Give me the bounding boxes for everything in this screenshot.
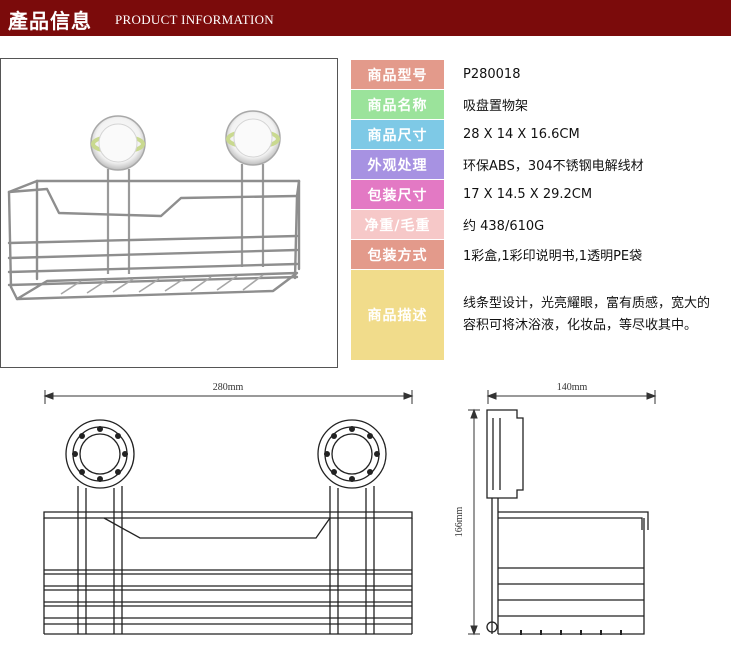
product-photo xyxy=(0,58,338,368)
spec-label: 包装尺寸 xyxy=(351,180,444,209)
spec-label: 包装方式 xyxy=(351,240,444,269)
spec-row-model: 商品型号 P280018 xyxy=(351,60,731,89)
spec-row-package-size: 包装尺寸 17 X 14.5 X 29.2CM xyxy=(351,180,731,209)
spec-row-packing: 包装方式 1彩盒,1彩印说明书,1透明PE袋 xyxy=(351,240,731,269)
side-height-label: 166mm xyxy=(454,507,465,538)
spec-value: 吸盘置物架 xyxy=(463,99,529,114)
section-title-cn: 產品信息 xyxy=(8,9,92,33)
front-width-label: 280mm xyxy=(213,382,244,393)
side-view xyxy=(486,409,649,635)
front-view xyxy=(43,419,413,635)
spec-label: 商品描述 xyxy=(351,270,444,360)
section-title-en: PRODUCT INFORMATION xyxy=(115,12,274,27)
spec-row-size: 商品尺寸 28 X 14 X 16.6CM xyxy=(351,120,731,149)
spec-value: 28 X 14 X 16.6CM xyxy=(463,127,580,142)
spec-label: 商品尺寸 xyxy=(351,120,444,149)
side-height-dimension xyxy=(468,408,480,636)
spec-value: 环保ABS，304不锈钢电解线材 xyxy=(463,159,644,174)
spec-row-name: 商品名称 吸盘置物架 xyxy=(351,90,731,119)
technical-drawings: 280mm xyxy=(43,382,657,636)
spec-label: 外观处理 xyxy=(351,150,444,179)
section-header: 產品信息 PRODUCT INFORMATION xyxy=(0,0,731,36)
spec-value: 线条型设计，光亮耀眼，富有质感，宽大的容积可将沐浴液，化妆品，等尽收其中。 xyxy=(463,296,711,333)
spec-value: 1彩盒,1彩印说明书,1透明PE袋 xyxy=(463,249,643,264)
spec-value: P280018 xyxy=(463,67,521,82)
basket-illustration xyxy=(7,110,301,301)
cup-bolts xyxy=(72,426,380,482)
side-view-bottom-ticks xyxy=(520,630,622,635)
side-depth-label: 140mm xyxy=(557,382,588,393)
spec-row-weight: 净重/毛重 约 438/610G xyxy=(351,210,731,239)
spec-table: 商品型号 P280018 商品名称 吸盘置物架 商品尺寸 28 X 14 X 1… xyxy=(351,60,731,361)
suction-cup-left xyxy=(90,115,146,171)
suction-cup-right xyxy=(225,110,281,166)
spec-label: 净重/毛重 xyxy=(351,210,444,239)
spec-row-description: 商品描述 线条型设计，光亮耀眼，富有质感，宽大的容积可将沐浴液，化妆品，等尽收其… xyxy=(351,270,731,360)
front-width-dimension xyxy=(43,390,414,404)
spec-label: 商品型号 xyxy=(351,60,444,89)
spec-row-finish: 外观处理 环保ABS，304不锈钢电解线材 xyxy=(351,150,731,179)
side-depth-dimension xyxy=(486,390,657,404)
spec-value: 17 X 14.5 X 29.2CM xyxy=(463,187,593,202)
spec-label: 商品名称 xyxy=(351,90,444,119)
spec-value: 约 438/610G xyxy=(463,219,545,234)
